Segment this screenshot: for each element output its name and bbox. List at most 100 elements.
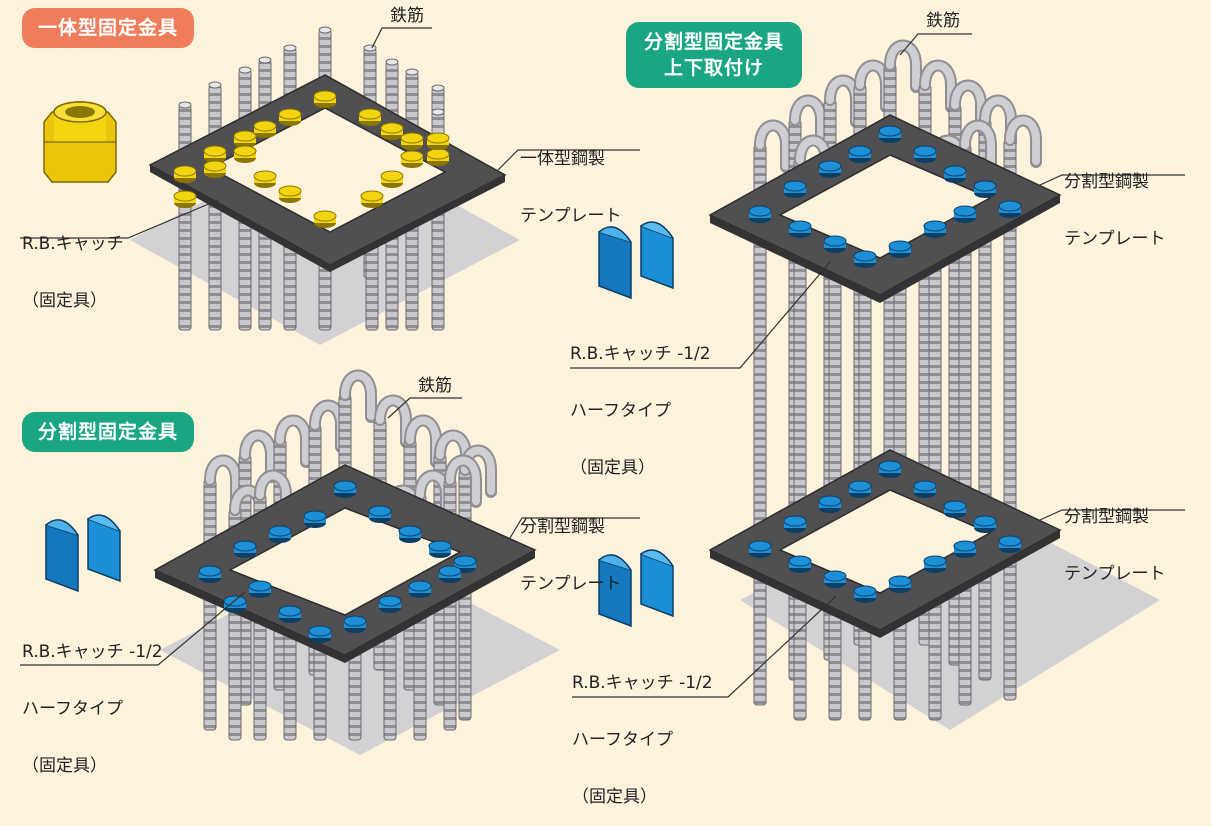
label-rbcatch-1-l2: （固定具）	[22, 291, 107, 311]
label-split-template-2-l1: 分割型鋼製	[1064, 172, 1149, 192]
label-rbcatch-half-2-l2: ハーフタイプ	[570, 401, 671, 421]
leader-rbcatch-2	[20, 591, 246, 666]
scene-integral	[43, 26, 520, 345]
leader-rebar-3	[899, 33, 972, 56]
label-integral-template-l2: テンプレート	[520, 206, 622, 226]
fixture	[408, 580, 432, 598]
title-integral: 一体型固定金具	[22, 8, 195, 48]
label-split-template-2: 分割型鋼製 テンプレート	[1064, 135, 1166, 268]
leader-template-2	[509, 517, 640, 539]
fixture	[788, 220, 812, 238]
label-rebar-3: 鉄筋	[926, 11, 960, 31]
scene-split	[45, 369, 560, 755]
label-split-template-3-l1: 分割型鋼製	[1064, 507, 1149, 527]
diagram-canvas	[20, 26, 1185, 755]
fixture	[358, 108, 382, 126]
leader-template-3	[1039, 174, 1185, 186]
leader-template-1	[497, 149, 640, 171]
fixture	[333, 480, 357, 498]
label-rbcatch-half-3: R.B.キャッチ -1/2 ハーフタイプ （固定具）	[572, 636, 713, 826]
fixture	[823, 235, 847, 253]
label-rbcatch-half-2-l3: （固定具）	[570, 458, 655, 478]
label-split-template-2-l2: テンプレート	[1064, 229, 1166, 249]
split-template-plate-upper	[708, 114, 1062, 303]
fixture	[788, 555, 812, 573]
fixture-group-3	[748, 125, 1022, 603]
label-rbcatch-half-3-l1: R.B.キャッチ -1/2	[572, 673, 713, 693]
label-split-template-3: 分割型鋼製 テンプレート	[1064, 470, 1166, 603]
label-rbcatch-half-1-l3: （固定具）	[22, 756, 107, 776]
label-rebar-1: 鉄筋	[390, 6, 424, 26]
fixture	[953, 205, 977, 223]
fixture	[913, 480, 937, 498]
fixture-group-1	[173, 90, 450, 228]
fixture	[888, 575, 912, 593]
fixture	[378, 595, 402, 613]
label-rbcatch-half-2-l1: R.B.キャッチ -1/2	[570, 344, 711, 364]
fixture	[278, 108, 302, 126]
fixture	[398, 525, 422, 543]
fixture	[313, 210, 337, 228]
fixture	[380, 170, 404, 188]
fixture	[233, 540, 257, 558]
fixture-group-2	[198, 480, 477, 643]
fixture	[853, 250, 877, 268]
fixture	[268, 525, 292, 543]
fixture	[953, 540, 977, 558]
fixture	[943, 500, 967, 518]
fixture	[923, 220, 947, 238]
rb-catch-half-icon-3	[598, 549, 674, 628]
fixture	[426, 148, 450, 166]
scene-split-updown	[598, 39, 1160, 730]
leader-template-4	[1039, 509, 1185, 521]
fixture	[233, 130, 257, 148]
fixture	[913, 145, 937, 163]
fixture	[308, 625, 332, 643]
label-rbcatch-half-3-l2: ハーフタイプ	[572, 730, 673, 750]
label-integral-template: 一体型鋼製 テンプレート	[520, 112, 622, 245]
label-split-template-3-l2: テンプレート	[1064, 564, 1166, 584]
fixture	[303, 510, 327, 528]
fixture	[853, 585, 877, 603]
fixture	[400, 132, 424, 150]
integral-template-plate	[148, 74, 507, 272]
fixture	[888, 240, 912, 258]
label-rebar-2: 鉄筋	[418, 376, 452, 396]
fixture	[233, 145, 257, 163]
fixture	[198, 565, 222, 583]
fixture	[998, 535, 1022, 553]
leader-lines	[20, 27, 1185, 698]
leader-rebar-1	[371, 27, 432, 49]
leader-rbcatch-3	[570, 261, 831, 369]
fixture	[783, 180, 807, 198]
fixture	[943, 165, 967, 183]
label-integral-template-l1: 一体型鋼製	[520, 149, 605, 169]
label-split-template-1-l1: 分割型鋼製	[520, 517, 605, 537]
fixture	[818, 160, 842, 178]
fixture	[438, 565, 462, 583]
fixture	[823, 570, 847, 588]
label-rbcatch-half-3-l3: （固定具）	[572, 787, 657, 807]
label-rbcatch-half-2: R.B.キャッチ -1/2 ハーフタイプ （固定具）	[570, 307, 711, 497]
split-template-plate-lower	[708, 449, 1062, 638]
title-split-updown-line1: 分割型固定金具	[644, 31, 785, 53]
fixture	[973, 180, 997, 198]
label-split-template-1-l2: テンプレート	[520, 574, 622, 594]
fixture	[973, 515, 997, 533]
fixture	[278, 185, 302, 203]
leader-rbcatch-1	[20, 199, 219, 239]
label-rbcatch-half-1: R.B.キャッチ -1/2 ハーフタイプ （固定具）	[22, 605, 163, 795]
fixture	[278, 605, 302, 623]
fixture	[848, 480, 872, 498]
label-rbcatch-half-1-l2: ハーフタイプ	[22, 699, 123, 719]
fixture	[878, 460, 902, 478]
label-rbcatch-half-1-l1: R.B.キャッチ -1/2	[22, 642, 163, 662]
rb-catch-half-icon-2	[598, 221, 674, 300]
fixture	[203, 160, 227, 178]
fixture	[428, 540, 452, 558]
fixture	[223, 595, 247, 613]
fixture	[923, 555, 947, 573]
rb-catch-half-icon-1	[45, 514, 121, 593]
fixture	[248, 580, 272, 598]
leader-rebar-2	[387, 397, 462, 419]
